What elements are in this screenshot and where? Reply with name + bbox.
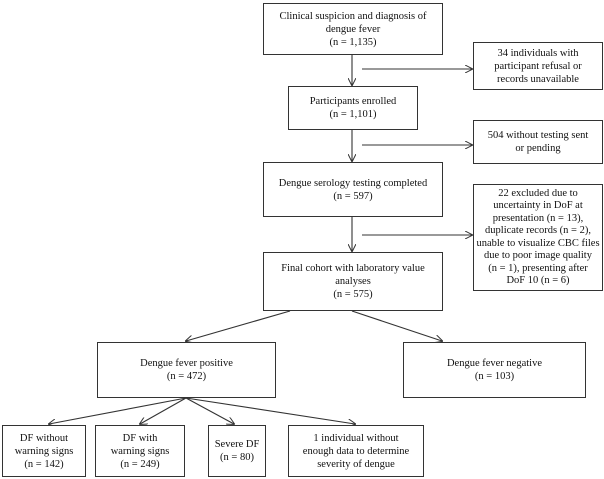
arrow-positive-to-df-with [140, 397, 187, 424]
exclusion-untested-line-1: 504 without testing sent [487, 130, 589, 141]
exclusion-criteria-line-7: (n = 1), presenting after [488, 262, 588, 274]
final-cohort-line-1: Final cohort with laboratory value [281, 263, 425, 274]
exclusion-criteria-line-5: unable to visualize CBC files [476, 237, 600, 249]
arrow-final-to-negative [351, 310, 442, 341]
severe-df-label: Severe DF [214, 439, 260, 450]
exclusion-refusal-line-1: 34 individuals with [497, 47, 579, 59]
df-without-line-2: warning signs [14, 445, 74, 457]
dengue-positive-label: Dengue fever positive [140, 358, 233, 369]
participants-enrolled-box: Participants enrolled (n = 1,101) [288, 86, 418, 130]
exclusion-untested-line-2: or pending [515, 143, 561, 154]
exclusion-criteria-line-6: due to poor image quality [484, 250, 592, 261]
df-without-warning-box: DF without warning signs (n = 142) [2, 425, 86, 477]
df-with-line-1: DF with [122, 432, 158, 444]
arrow-final-to-positive [186, 310, 291, 341]
dengue-negative-count: (n = 103) [474, 371, 515, 382]
serology-completed-box: Dengue serology testing completed (n = 5… [263, 162, 443, 217]
dengue-negative-box: Dengue fever negative (n = 103) [403, 342, 586, 398]
exclusion-criteria-line-4: duplicate records (n = 2), [485, 225, 591, 236]
dengue-positive-count: (n = 472) [166, 371, 207, 382]
exclusion-refusal-line-3: records unavailable [497, 73, 579, 85]
exclusion-criteria-line-1: 22 excluded due to [498, 187, 578, 199]
clinical-line-2: dengue fever [325, 23, 381, 35]
df-without-line-1: DF without [19, 432, 69, 444]
insufficient-line-1: 1 individual without [313, 432, 399, 444]
final-cohort-line-2: analyses [335, 276, 371, 287]
exclusion-refusal-box: 34 individuals with participant refusal … [473, 42, 603, 90]
enrolled-label: Participants enrolled [309, 96, 397, 107]
arrow-positive-to-df-without [49, 397, 187, 424]
arrow-positive-to-severe [185, 397, 234, 424]
dengue-negative-label: Dengue fever negative [446, 358, 543, 369]
severe-df-count: (n = 80) [220, 452, 254, 463]
exclusion-criteria-line-3: presentation (n = 13), [492, 212, 584, 224]
df-with-count: (n = 249) [120, 458, 160, 470]
exclusion-refusal-line-2: participant refusal or [494, 60, 582, 72]
exclusion-criteria-line-8: DoF 10 (n = 6) [506, 275, 570, 286]
insufficient-data-box: 1 individual without enough data to dete… [288, 425, 424, 477]
exclusion-untested-box: 504 without testing sent or pending [473, 120, 603, 164]
final-cohort-box: Final cohort with laboratory value analy… [263, 252, 443, 311]
df-with-warning-box: DF with warning signs (n = 249) [95, 425, 185, 477]
clinical-suspicion-box: Clinical suspicion and diagnosis of deng… [263, 3, 443, 55]
severe-df-box: Severe DF (n = 80) [208, 425, 266, 477]
enrolled-count: (n = 1,101) [329, 109, 377, 120]
serology-count: (n = 597) [333, 190, 373, 202]
final-cohort-count: (n = 575) [333, 289, 373, 300]
exclusion-criteria-box: 22 excluded due to uncertainty in DoF at… [473, 184, 603, 291]
insufficient-line-2: enough data to determine [302, 445, 410, 457]
clinical-count: (n = 1,135) [329, 36, 377, 48]
clinical-line-1: Clinical suspicion and diagnosis of [279, 10, 427, 22]
dengue-positive-box: Dengue fever positive (n = 472) [97, 342, 276, 398]
exclusion-criteria-line-2: uncertainty in DoF at [493, 200, 583, 211]
df-with-line-2: warning signs [110, 445, 170, 457]
df-without-count: (n = 142) [24, 458, 64, 470]
arrow-positive-to-insufficient [185, 397, 355, 424]
insufficient-line-3: severity of dengue [317, 458, 395, 470]
serology-label: Dengue serology testing completed [278, 177, 428, 189]
